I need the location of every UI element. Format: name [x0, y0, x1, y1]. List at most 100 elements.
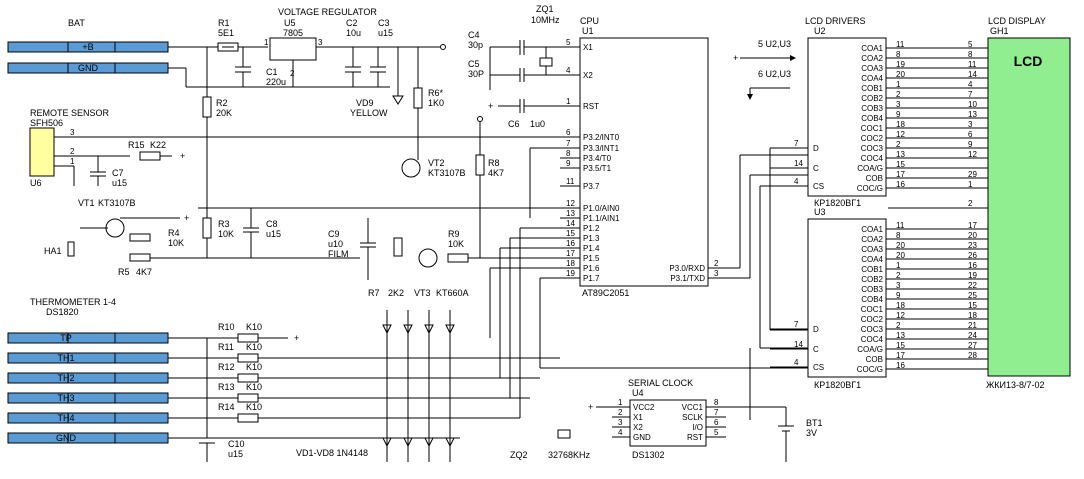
- plus-sign: +: [488, 101, 493, 111]
- u5-value: 7805: [283, 28, 303, 38]
- cpu-pin-name: P1.3: [583, 234, 600, 243]
- lcd-pin-number: 3: [968, 120, 973, 129]
- cpu-pin-number: 14: [566, 219, 575, 228]
- zq2-value: 32768KHz: [548, 450, 591, 460]
- c9-type: FILM: [328, 249, 349, 259]
- lcd-pin-number: 20: [968, 231, 977, 240]
- terminal-label: +B: [82, 42, 93, 52]
- lcd-label: LCD: [1014, 53, 1043, 69]
- rtc-pin-name: VCC2: [633, 403, 655, 412]
- lcd-display-gh1: GH1 LCD ЖКИ13-8/7-02 2: [888, 26, 1071, 390]
- cpu-pin-number: 12: [566, 199, 575, 208]
- lcd-pin-number: 23: [968, 241, 977, 250]
- cpu-pin-number: 7: [566, 139, 571, 148]
- cpu-pin-number: 1: [566, 97, 571, 106]
- driver-output-name: COA2: [861, 235, 883, 244]
- driver-output-name: COA2: [861, 54, 883, 63]
- c7-value: u15: [112, 178, 127, 188]
- lcd-pin-number: 29: [968, 170, 977, 179]
- driver-output-name: COB4: [861, 114, 883, 123]
- u3-ref: U3: [814, 207, 826, 217]
- cpu-pin-name: P3.5/T1: [583, 164, 612, 173]
- driver-output-name: COA1: [861, 225, 883, 234]
- lcd-pin-number: 7: [968, 90, 973, 99]
- u6-label: U6: [30, 178, 42, 188]
- driver-pin-number: 9: [896, 110, 901, 119]
- driver-input-name: C: [813, 345, 819, 354]
- cpu-pin-name: P1.2: [583, 224, 600, 233]
- c6-label: C6: [508, 119, 520, 129]
- driver-output-name: COB: [866, 174, 883, 183]
- cpu-pin-name: P3.1/TXD: [670, 274, 705, 283]
- terminal-label: TH1: [57, 353, 74, 363]
- cpu-ref: U1: [582, 26, 594, 36]
- terminal-th4: TH4: [7, 412, 169, 424]
- terminal-label: TP: [60, 333, 72, 343]
- driver-input-pin: 14: [794, 340, 803, 349]
- rtc-pin-number: 3: [618, 418, 623, 427]
- lcd-pin-number: 21: [968, 321, 977, 330]
- bat-heading: BAT: [68, 18, 85, 28]
- c3-value: u15: [378, 28, 393, 38]
- driver-input-name: CS: [813, 182, 824, 191]
- driver-pin-number: 11: [896, 40, 905, 49]
- zq1-frequency: 10MHz: [531, 15, 560, 25]
- driver-output-name: COC1: [861, 305, 884, 314]
- r3-label: R3: [218, 219, 230, 229]
- lcd-pin-number: 8: [968, 50, 973, 59]
- u4-ref: U4: [632, 388, 644, 398]
- driver-input-pin: 4: [794, 177, 799, 186]
- rtc-pin-number: 6: [714, 418, 719, 427]
- driver-input-name: D: [813, 325, 819, 334]
- driver-output-name: COC3: [861, 144, 884, 153]
- driver-pin-number: 3: [896, 281, 901, 290]
- lcd-pin-number: 26: [968, 251, 977, 260]
- driver-input-name: C: [813, 164, 819, 173]
- r4-value: 10K: [168, 238, 184, 248]
- driver-output-name: COB: [866, 355, 883, 364]
- driver-pin-number: 20: [896, 251, 905, 260]
- driver-pin-number: 20: [896, 241, 905, 250]
- cpu-pin-number: 18: [566, 259, 575, 268]
- driver-pin-number: 13: [896, 331, 905, 340]
- r5-label: R5: [118, 267, 130, 277]
- vt1-label: VT1: [78, 198, 95, 208]
- plus-sign: +: [733, 53, 738, 63]
- cpu-model: AT89C2051: [582, 288, 629, 298]
- cpu-pin-name: P3.3/INT1: [583, 144, 620, 153]
- driver-pin-number: 2: [896, 271, 901, 280]
- cpu-pin-name: P1.6: [583, 264, 600, 273]
- cpu-pin-name: P3.7: [583, 182, 600, 191]
- cpu-pin-number: 6: [566, 128, 571, 137]
- driver-output-name: COC/G: [857, 184, 883, 193]
- terminal-th3: TH3: [7, 392, 169, 404]
- terminal-label: GND: [78, 63, 99, 73]
- driver-output-name: COA4: [861, 74, 883, 83]
- rtc-pin-name: GND: [633, 433, 651, 442]
- driver-pin-number: 2: [896, 321, 901, 330]
- cpu-pin-number: 2: [714, 259, 719, 268]
- gh1-label: GH1: [990, 26, 1009, 36]
- ha1-label: HA1: [44, 246, 62, 256]
- driver-output-name: COC2: [861, 134, 884, 143]
- driver-output-name: COB4: [861, 295, 883, 304]
- cpu-pin-name: P3.2/INT0: [583, 133, 620, 142]
- driver-output-name: COA3: [861, 64, 883, 73]
- driver-pin-number: 3: [896, 100, 901, 109]
- r10-label: R10: [218, 322, 235, 332]
- rtc-pin-name: VCC1: [682, 403, 704, 412]
- lcd-pin-number: 5: [968, 40, 973, 49]
- driver-input-pin: 14: [794, 159, 803, 168]
- cpu-pin-number: 19: [566, 269, 575, 278]
- driver-output-name: COB1: [861, 84, 883, 93]
- lcd-pin-number: 27: [968, 341, 977, 350]
- driver-output-name: COC3: [861, 325, 884, 334]
- lcd-pin-number: 12: [968, 150, 977, 159]
- lcd-pin-number: 16: [968, 261, 977, 270]
- rtc-pin-name: X2: [633, 423, 643, 432]
- driver-output-name: COC4: [861, 154, 884, 163]
- r7-label: R7: [368, 288, 380, 298]
- regulator-u5: [269, 37, 317, 61]
